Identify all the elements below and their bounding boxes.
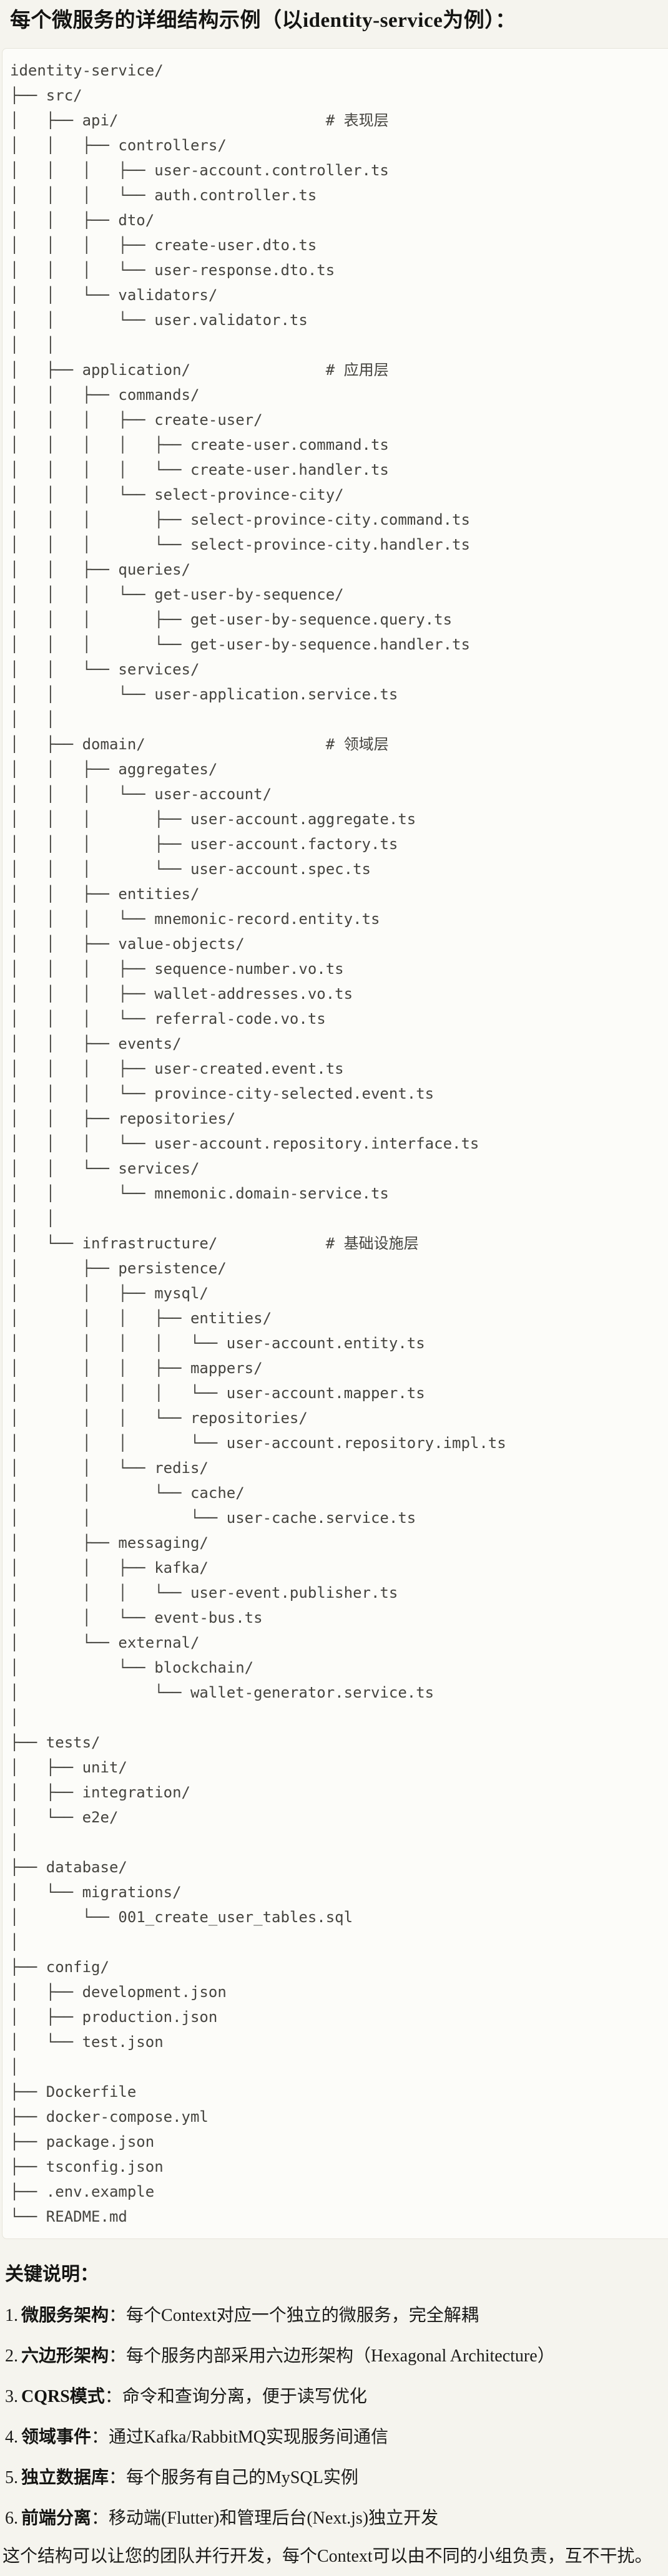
note-colon: ：: [109, 2346, 127, 2366]
note-item-6: 6.前端分离：移动端(Flutter)和管理后台(Next.js)独立开发: [5, 2507, 668, 2529]
code-block: identity-service/ ├── src/ │ ├── api/ # …: [2, 47, 668, 2239]
note-term: CQRS模式: [21, 2387, 105, 2407]
note-term: 六边形架构: [21, 2346, 109, 2366]
note-number: 4.: [5, 2428, 18, 2447]
note-desc: 每个Context对应一个独立的微服务，完全解耦: [126, 2306, 479, 2326]
page-title: 每个微服务的详细结构示例（以identity-service为例）：: [10, 9, 516, 32]
note-number: 2.: [5, 2346, 18, 2366]
note-desc: 每个服务内部采用六边形架构（Hexagonal Architecture）: [126, 2346, 555, 2366]
note-colon: ：: [109, 2306, 127, 2326]
note-term: 微服务架构: [21, 2306, 109, 2326]
note-desc: 通过Kafka/RabbitMQ实现服务间通信: [109, 2428, 388, 2447]
note-item-3: 3.CQRS模式：命令和查询分离，便于读写优化: [5, 2386, 668, 2408]
note-term: 前端分离: [21, 2509, 92, 2529]
notes-heading: 关键说明：: [5, 2263, 99, 2285]
note-term: 独立数据库: [21, 2468, 109, 2488]
note-number: 6.: [5, 2509, 18, 2529]
note-item-5: 5.独立数据库：每个服务有自己的MySQL实例: [5, 2467, 668, 2489]
page: { "title": "每个微服务的详细结构示例（以identity-servi…: [0, 7, 668, 2576]
note-number: 3.: [5, 2387, 18, 2407]
note-number: 5.: [5, 2468, 18, 2488]
note-colon: ：: [109, 2468, 127, 2488]
note-colon: ：: [104, 2387, 122, 2407]
note-number: 1.: [5, 2306, 18, 2326]
notes-section: 关键说明： 1.微服务架构：每个Context对应一个独立的微服务，完全解耦 2…: [0, 2263, 668, 2568]
note-desc: 每个服务有自己的MySQL实例: [126, 2468, 358, 2488]
note-desc: 命令和查询分离，便于读写优化: [122, 2387, 367, 2407]
note-item-2: 2.六边形架构：每个服务内部采用六边形架构（Hexagonal Architec…: [5, 2345, 668, 2367]
directory-tree: identity-service/ ├── src/ │ ├── api/ # …: [10, 61, 506, 2225]
note-item-4: 4.领域事件：通过Kafka/RabbitMQ实现服务间通信: [5, 2426, 668, 2448]
closing-paragraph: 这个结构可以让您的团队并行开发，每个Context可以由不同的小组负责，互不干扰…: [2, 2547, 652, 2567]
note-item-1: 1.微服务架构：每个Context对应一个独立的微服务，完全解耦: [5, 2305, 668, 2326]
note-colon: ：: [91, 2509, 109, 2529]
note-colon: ：: [91, 2428, 109, 2447]
note-desc: 移动端(Flutter)和管理后台(Next.js)独立开发: [109, 2509, 439, 2529]
note-term: 领域事件: [21, 2428, 92, 2447]
